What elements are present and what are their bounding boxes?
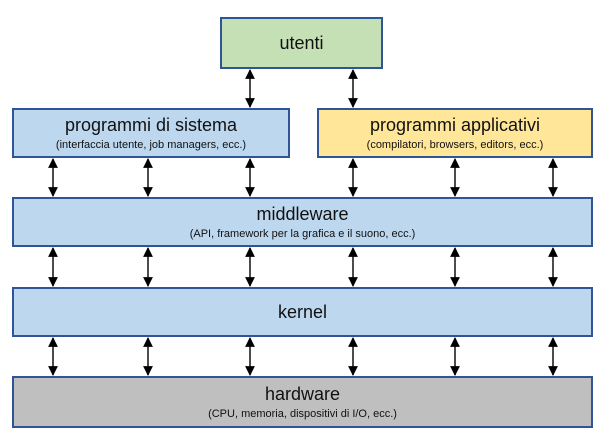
layer-hardware-subtitle: (CPU, memoria, dispositivi di I/O, ecc.) bbox=[208, 407, 397, 420]
layer-kernel-title: kernel bbox=[277, 302, 328, 322]
layer-applicativi-subtitle: (compilatori, browsers, editors, ecc.) bbox=[366, 138, 544, 151]
layer-hardware-title: hardware bbox=[264, 383, 341, 404]
layer-utenti-title: utenti bbox=[279, 33, 324, 53]
layer-middleware-subtitle: (API, framework per la grafica e il suon… bbox=[189, 227, 416, 240]
layer-hardware: hardware (CPU, memoria, dispositivi di I… bbox=[12, 376, 593, 428]
layer-kernel: kernel bbox=[12, 287, 593, 337]
layer-programmi-applicativi: programmi applicativi (compilatori, brow… bbox=[317, 108, 593, 158]
layer-middleware-title: middleware bbox=[256, 203, 349, 224]
layer-middleware: middleware (API, framework per la grafic… bbox=[12, 197, 593, 247]
layer-programmi-di-sistema: programmi di sistema (interfaccia utente… bbox=[12, 108, 290, 158]
layer-sistema-subtitle: (interfaccia utente, job managers, ecc.) bbox=[55, 138, 247, 151]
layer-sistema-title: programmi di sistema bbox=[64, 114, 238, 135]
layer-applicativi-title: programmi applicativi bbox=[369, 114, 541, 135]
layer-utenti: utenti bbox=[220, 17, 383, 69]
